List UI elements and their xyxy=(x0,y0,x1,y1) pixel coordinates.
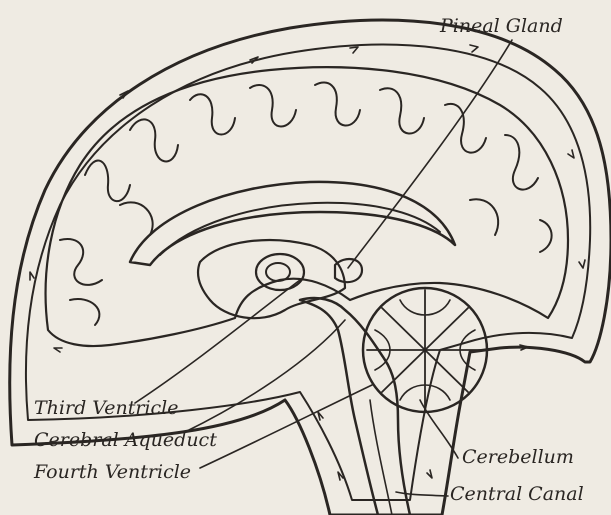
leader-pineal-gland xyxy=(348,40,512,268)
leader-third-ventricle xyxy=(135,280,300,403)
label-cerebral-aqueduct: Cerebral Aqueduct xyxy=(34,429,217,451)
corpus-callosum xyxy=(130,182,455,265)
label-central-canal: Central Canal xyxy=(450,483,584,505)
cerebral-cortex xyxy=(46,67,568,346)
brainstem xyxy=(300,298,410,515)
leader-cerebellum xyxy=(420,400,458,458)
label-third-ventricle: Third Ventricle xyxy=(34,397,179,419)
label-pineal-gland: Pineal Gland xyxy=(439,15,563,37)
label-fourth-ventricle: Fourth Ventricle xyxy=(33,461,191,483)
thalamus-region xyxy=(198,240,345,318)
cerebellum xyxy=(363,288,487,412)
pineal-gland xyxy=(335,259,362,282)
leader-fourth-ventricle xyxy=(200,385,372,468)
label-cerebellum: Cerebellum xyxy=(462,446,574,468)
leader-central-canal xyxy=(396,492,448,496)
